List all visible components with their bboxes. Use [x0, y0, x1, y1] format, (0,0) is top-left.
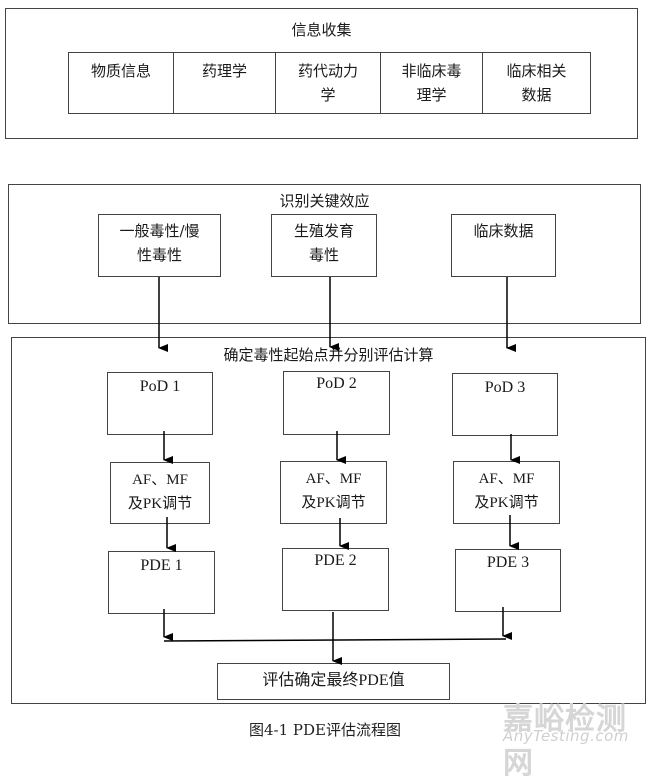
info-cell-pharmacology: 药理学	[173, 52, 276, 114]
connector-lines	[158, 277, 520, 665]
effect-box-general-toxicity: 一般毒性/慢 性毒性	[98, 214, 221, 277]
adjust-label: AF、MF 及PK调节	[474, 471, 539, 511]
merge-line	[163, 638, 507, 642]
watermark-english: AnyTesting.com	[503, 727, 629, 745]
info-cell-substance: 物质信息	[68, 52, 174, 114]
key-effects-title: 识别关键效应	[279, 192, 370, 210]
adjust-label: AF、MF 及PK调节	[301, 471, 366, 511]
pod-label: PoD 3	[484, 379, 526, 396]
pod-label: PoD 2	[316, 375, 357, 392]
pod-box-3: PoD 3	[452, 373, 558, 436]
adjust-box-2: AF、MF 及PK调节	[280, 461, 387, 524]
figure-caption: 图4-1 PDE评估流程图	[249, 721, 401, 739]
info-cell-clinical-data: 临床相关 数据	[482, 52, 591, 114]
info-collection-title: 信息收集	[291, 21, 352, 39]
effect-box-label: 临床数据	[473, 222, 534, 240]
adjust-box-1: AF、MF 及PK调节	[110, 462, 210, 524]
effect-box-label: 一般毒性/慢 性毒性	[119, 222, 200, 264]
info-cell-label: 非临床毒 理学	[401, 62, 462, 104]
pod-box-1: PoD 1	[107, 372, 213, 435]
adjust-box-3: AF、MF 及PK调节	[453, 461, 560, 524]
pde-label: PDE 3	[486, 554, 530, 571]
info-cell-label: 药代动力 学	[297, 62, 358, 104]
effect-box-clinical-data: 临床数据	[451, 214, 556, 277]
pod-box-2: PoD 2	[283, 371, 390, 435]
info-cell-label: 临床相关 数据	[506, 62, 567, 104]
pod-label: PoD 1	[139, 378, 181, 395]
effect-box-reproductive-toxicity: 生殖发育 毒性	[271, 214, 377, 277]
info-cell-label: 物质信息	[90, 62, 151, 80]
pod-calculation-title: 确定毒性起始点并分别评估计算	[223, 346, 434, 364]
effect-box-label: 生殖发育 毒性	[293, 222, 354, 264]
adjust-label: AF、MF 及PK调节	[127, 472, 193, 512]
pde-box-2: PDE 2	[282, 548, 389, 611]
final-pde-label: 评估确定最终PDE值	[262, 672, 405, 689]
pde-box-3: PDE 3	[455, 549, 561, 612]
info-cell-label: 药理学	[201, 62, 247, 80]
pde-label: PDE 1	[140, 557, 183, 574]
pde-label: PDE 2	[314, 552, 357, 569]
info-cell-nonclinical-toxicology: 非临床毒 理学	[380, 52, 483, 114]
pde-box-1: PDE 1	[108, 551, 215, 614]
info-cell-pharmacokinetics: 药代动力 学	[275, 52, 381, 114]
